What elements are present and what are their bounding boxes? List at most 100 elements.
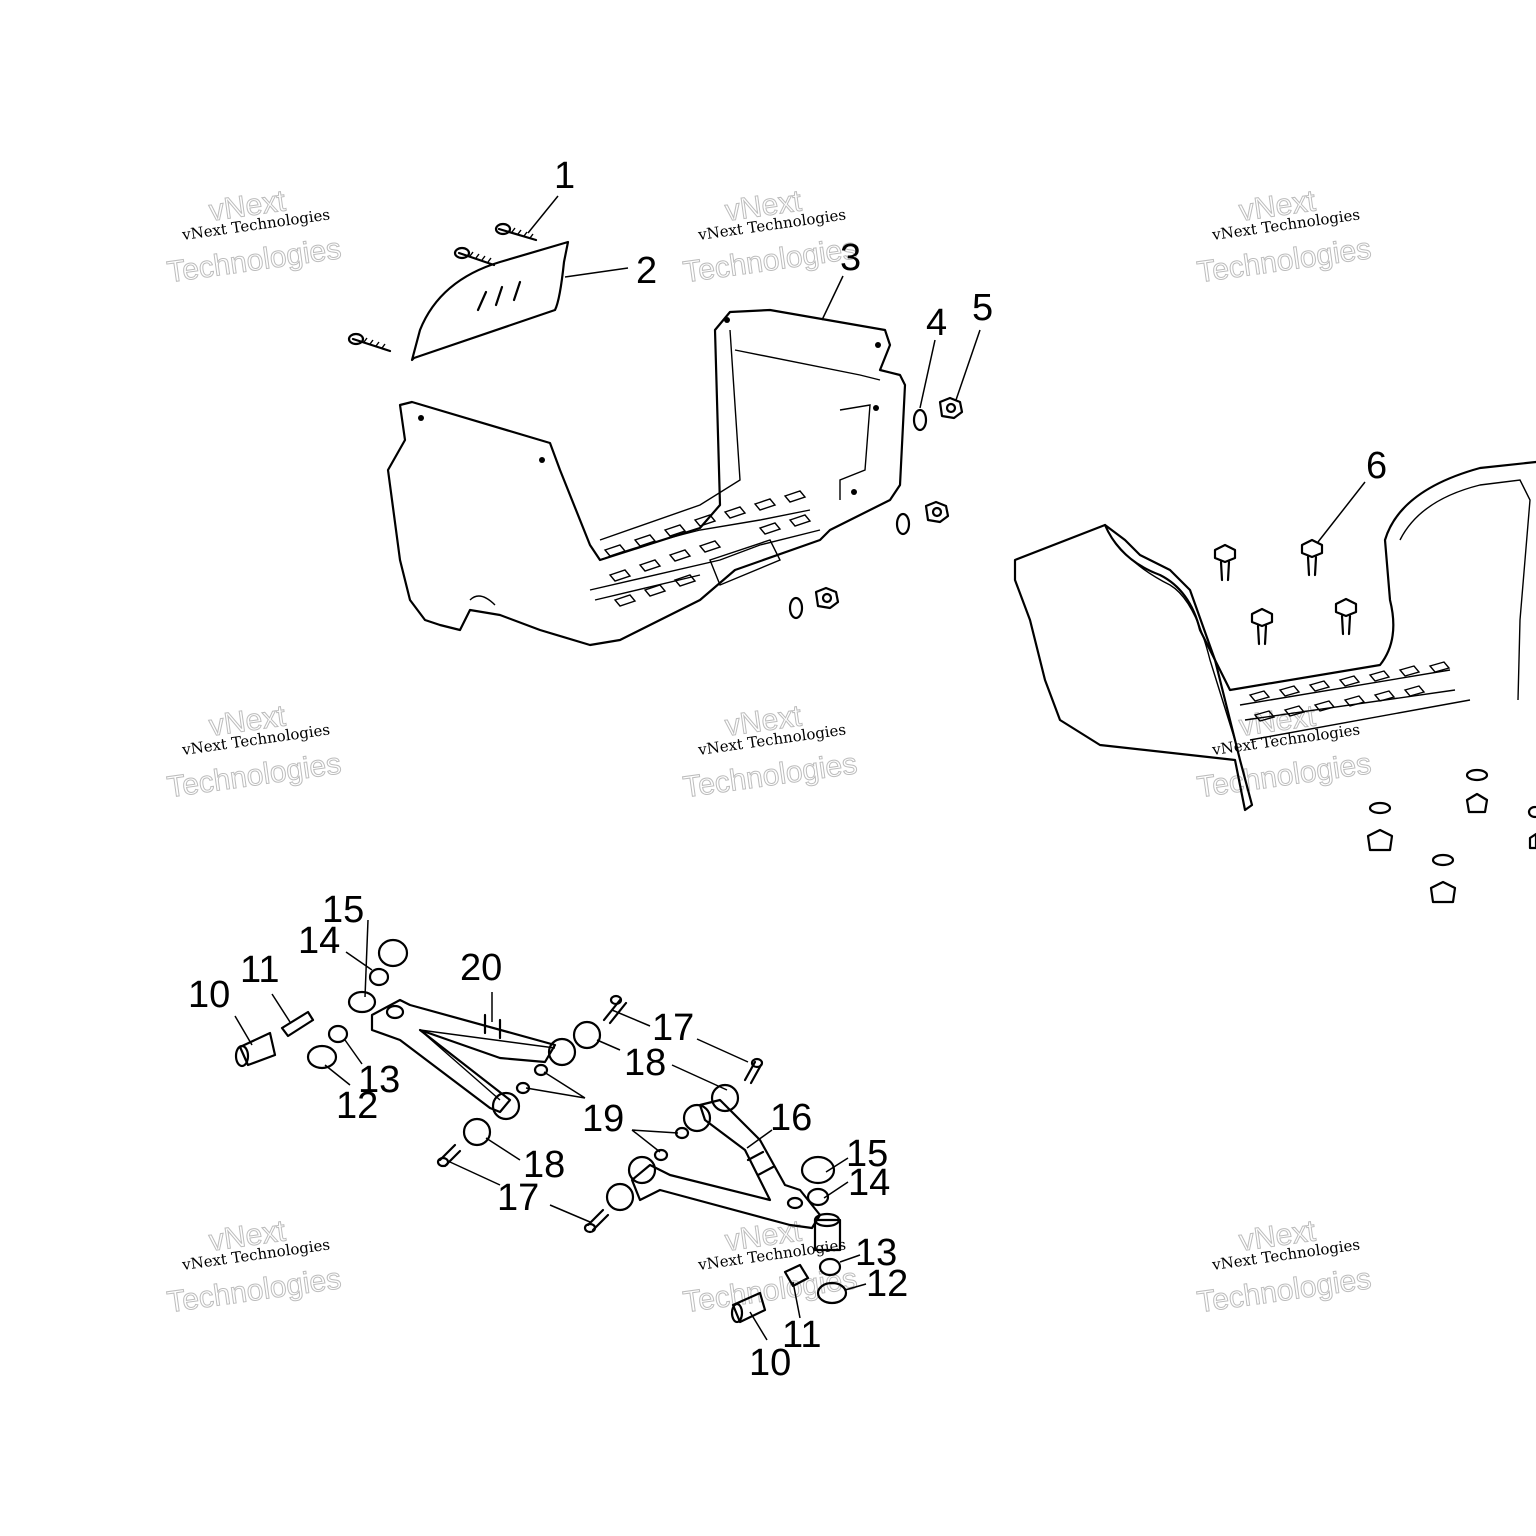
a-arm-assembly <box>234 919 867 1341</box>
leader-line <box>525 1071 586 1099</box>
callout-5: 5 <box>972 287 993 329</box>
sleeve-part-10 <box>731 1291 767 1324</box>
callout-14: 14 <box>848 1162 890 1204</box>
watermark: vNext Technologies Technologies vNext <box>681 699 860 805</box>
leader-line <box>344 1039 363 1065</box>
bushing-part-13 <box>818 1257 842 1277</box>
a-arm-part-16 <box>630 1098 822 1230</box>
bushing <box>547 1037 577 1067</box>
leader-line <box>527 195 559 234</box>
right-footwell-tread <box>1248 661 1451 722</box>
bushing <box>347 990 377 1014</box>
washer-part-4 <box>788 408 928 620</box>
cap-part-15 <box>377 938 409 968</box>
callout-2: 2 <box>636 250 657 292</box>
leader-line <box>823 1181 849 1199</box>
seal-part-12 <box>306 1044 338 1070</box>
callouts: 1 2 3 4 5 6 10 11 12 13 14 15 16 17 17 1… <box>188 155 1387 1384</box>
callout-19: 19 <box>582 1098 624 1140</box>
watermark: vNext Technologies Technologies vNext <box>165 184 344 290</box>
leader-line <box>564 267 629 278</box>
callout-3: 3 <box>840 237 861 279</box>
washer-part-19 <box>533 1063 549 1077</box>
bushing <box>572 1020 602 1050</box>
callout-15: 15 <box>846 1133 888 1175</box>
callout-17: 17 <box>497 1177 539 1219</box>
leader-line <box>919 339 936 409</box>
washer-part-19 <box>653 1148 669 1162</box>
leader-line <box>825 1157 849 1173</box>
nut-part-5 <box>814 396 964 610</box>
leader-line <box>839 1254 861 1263</box>
bolt-part-6 <box>1213 538 1358 646</box>
callout-18: 18 <box>624 1042 666 1084</box>
bushing <box>813 1218 842 1252</box>
leader-line <box>449 1161 501 1186</box>
leader-line <box>234 1015 253 1046</box>
callout-17: 17 <box>652 1007 694 1049</box>
callout-11: 11 <box>240 949 279 991</box>
cap-part-15 <box>800 1155 836 1185</box>
callout-14: 14 <box>298 920 340 962</box>
grease-fitting-part-11 <box>783 1263 810 1288</box>
bushing <box>605 1182 635 1212</box>
leader-line <box>696 1038 749 1063</box>
a-arm-part-20 <box>370 998 557 1114</box>
footwell-body-part-3 <box>386 308 907 647</box>
watermark: vNext Technologies Technologies vNext <box>165 1214 344 1320</box>
leader-line <box>364 919 369 998</box>
callout-12: 12 <box>336 1085 378 1127</box>
sleeve-part-10 <box>238 1031 277 1067</box>
footwell-tread <box>603 490 812 607</box>
callout-15: 15 <box>322 889 364 931</box>
seal-part-12 <box>816 1281 848 1305</box>
left-footwell-assembly <box>347 195 981 647</box>
callout-11: 11 <box>782 1314 821 1356</box>
bushing-part-14 <box>806 1187 830 1207</box>
callout-13: 13 <box>358 1059 400 1101</box>
watermark: vNext Technologies Technologies vNext <box>165 699 344 805</box>
leader-line <box>271 993 291 1023</box>
watermark: vNext Technologies Technologies vNext <box>1195 699 1374 805</box>
callout-10: 10 <box>188 974 230 1016</box>
bushing <box>491 1091 521 1121</box>
leader-line <box>324 1064 351 1086</box>
leader-line <box>746 1129 773 1149</box>
leader-line <box>611 1009 651 1027</box>
leader-line <box>955 329 981 401</box>
bushing <box>627 1155 657 1185</box>
bushing <box>682 1103 712 1133</box>
callout-20: 20 <box>460 947 502 989</box>
callout-4: 4 <box>926 302 947 344</box>
leader-line <box>596 1039 621 1051</box>
leader-line <box>345 951 373 971</box>
leader-line <box>671 1064 728 1091</box>
leader-line <box>631 1129 679 1153</box>
cover-plate-part-2 <box>410 240 570 362</box>
watermark: vNext Technologies Technologies vNext <box>681 184 860 290</box>
leader-line <box>549 1204 591 1223</box>
callout-18: 18 <box>523 1144 565 1186</box>
leader-line <box>844 1283 867 1291</box>
screw-part-1 <box>347 222 538 353</box>
callout-10: 10 <box>749 1342 791 1384</box>
leader-line <box>792 1281 801 1319</box>
leader-line <box>485 1137 521 1161</box>
watermark: vNext Technologies Technologies vNext <box>1195 1214 1374 1320</box>
callout-6: 6 <box>1366 445 1387 487</box>
grease-fitting-part-11 <box>280 1010 315 1038</box>
callout-1: 1 <box>554 155 575 197</box>
callout-13: 13 <box>855 1232 897 1274</box>
right-footwell-assembly <box>1013 460 1536 904</box>
leader-line <box>749 1311 768 1341</box>
leader-line <box>821 275 844 321</box>
bushing-part-13 <box>327 1024 349 1044</box>
callout-12: 12 <box>866 1263 908 1305</box>
leader-line <box>1317 481 1366 543</box>
bushing <box>462 1117 492 1147</box>
watermark: vNext Technologies Technologies vNext <box>1195 184 1374 290</box>
bushing-part-14 <box>368 967 390 987</box>
bushing <box>710 1083 740 1113</box>
